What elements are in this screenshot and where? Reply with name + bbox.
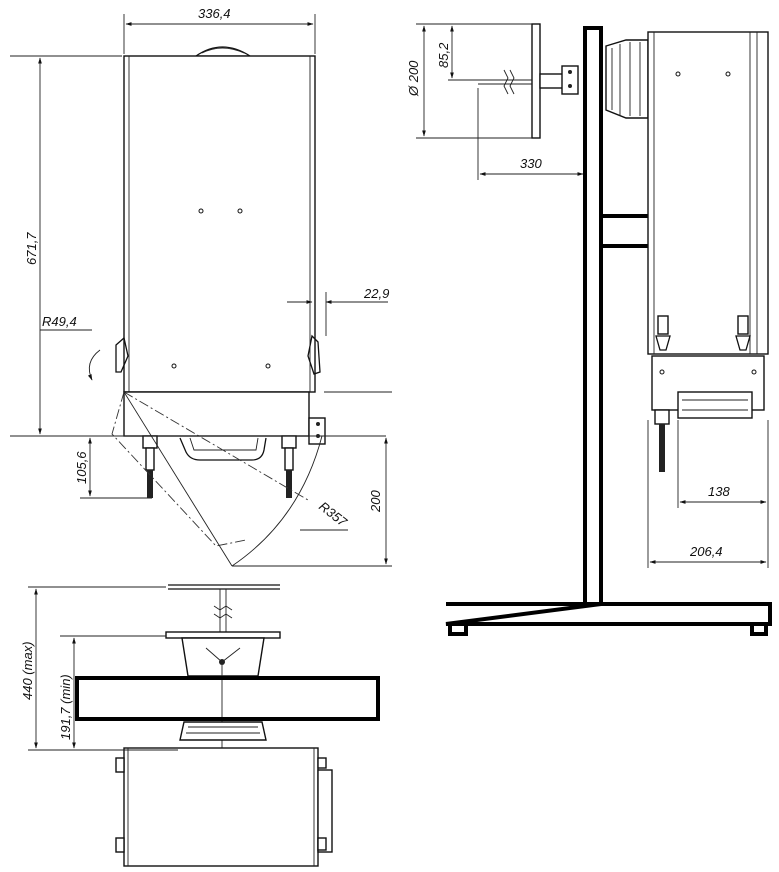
bottom-dimensions: 440 (max) 191,7 (min) bbox=[20, 586, 178, 751]
dim-pipe-diameter: Ø 200 bbox=[406, 60, 421, 97]
front-foot-right bbox=[281, 435, 297, 498]
vent-disc bbox=[531, 23, 541, 139]
dim-offset-right: 22,9 bbox=[363, 286, 389, 301]
front-view bbox=[87, 46, 326, 567]
side-dimensions: Ø 200 85,2 330 138 206,4 bbox=[406, 23, 769, 568]
dim-pipe-offset: 85,2 bbox=[436, 42, 451, 68]
dim-height-left: 671,7 bbox=[24, 232, 39, 265]
dim-radius-small: R49,4 bbox=[42, 314, 77, 329]
bottom-housing bbox=[123, 747, 319, 867]
side-view bbox=[445, 23, 772, 636]
dim-min-height: 191,7 (min) bbox=[58, 674, 73, 740]
front-lower-section bbox=[123, 391, 310, 437]
dim-wall-distance: 330 bbox=[520, 156, 542, 171]
front-dimensions: 336,4 671,7 22,9 R49,4 105,6 R357 200 bbox=[10, 6, 392, 567]
side-clamp-left bbox=[655, 315, 671, 351]
dim-radius-large: R357 bbox=[316, 499, 350, 530]
wall-bracket bbox=[583, 26, 603, 606]
side-housing bbox=[647, 31, 769, 355]
stand-base bbox=[445, 602, 772, 626]
dim-bottom-height: 105,6 bbox=[74, 451, 89, 484]
side-clamp-right bbox=[735, 315, 751, 351]
ceiling-slab bbox=[75, 676, 380, 721]
dim-width-top: 336,4 bbox=[198, 6, 231, 21]
bottom-bell bbox=[181, 637, 265, 677]
dim-max-height: 440 (max) bbox=[20, 641, 35, 700]
bottom-flange bbox=[165, 631, 281, 639]
dim-swing-height: 200 bbox=[368, 490, 383, 513]
bottom-view bbox=[75, 584, 380, 867]
dim-side-depth: 206,4 bbox=[689, 544, 723, 559]
front-handle bbox=[179, 437, 267, 461]
dim-side-bottom-width: 138 bbox=[708, 484, 730, 499]
front-foot-left bbox=[142, 435, 158, 498]
side-drawer bbox=[677, 391, 753, 419]
front-housing bbox=[123, 55, 316, 393]
